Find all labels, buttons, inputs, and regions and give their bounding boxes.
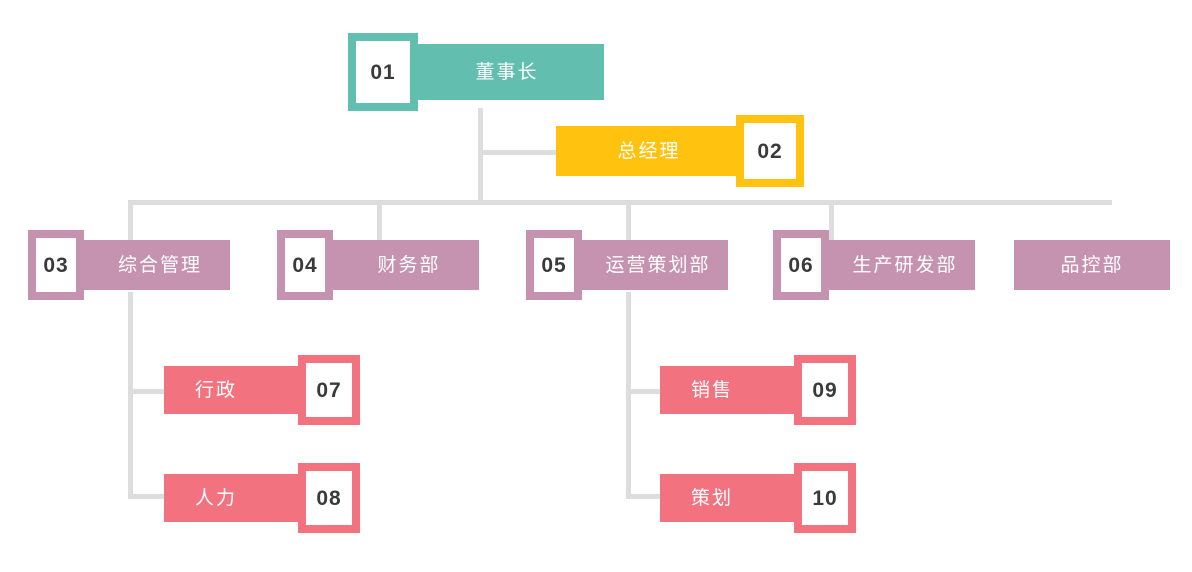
org-node-09-number: 09 bbox=[812, 378, 838, 402]
org-node-02-label: 总经理 bbox=[617, 140, 681, 162]
org-node-05-badge: 05 bbox=[526, 230, 582, 300]
org-node-03-number: 03 bbox=[43, 253, 69, 277]
org-node-10-badge-card: 10 bbox=[802, 471, 848, 525]
org-node-08-label: 人力 bbox=[194, 487, 237, 509]
org-node-03[interactable]: 综合管理 03 bbox=[28, 230, 230, 300]
connector-bus-to-05 bbox=[626, 200, 631, 240]
connector-level3-bus bbox=[128, 200, 1112, 205]
org-node-09[interactable]: 销售 09 bbox=[660, 355, 856, 425]
connector-03-spine bbox=[128, 292, 133, 499]
org-node-02-badge-card: 02 bbox=[744, 123, 796, 179]
org-node-01-badge: 01 bbox=[348, 33, 418, 111]
org-node-03-badge-card: 03 bbox=[36, 238, 76, 292]
org-node-09-badge-card: 09 bbox=[802, 363, 848, 417]
org-node-03-label: 综合管理 bbox=[117, 254, 202, 276]
org-node-06-badge: 06 bbox=[773, 230, 829, 300]
org-node-03-badge: 03 bbox=[28, 230, 84, 300]
org-node-10-badge: 10 bbox=[794, 463, 856, 533]
org-node-04-badge: 04 bbox=[277, 230, 333, 300]
org-node-05[interactable]: 运营策划部 05 bbox=[526, 230, 728, 300]
org-node-10-number: 10 bbox=[812, 486, 838, 510]
org-node-08-number: 08 bbox=[316, 486, 342, 510]
org-node-07-badge: 07 bbox=[298, 355, 360, 425]
org-node-01[interactable]: 董事长 01 bbox=[348, 33, 604, 111]
connector-03-to-08 bbox=[128, 494, 166, 499]
org-node-05-label: 运营策划部 bbox=[605, 254, 711, 276]
org-node-04-number: 04 bbox=[292, 253, 318, 277]
org-node-08-badge: 08 bbox=[298, 463, 360, 533]
org-node-09-badge: 09 bbox=[794, 355, 856, 425]
org-node-quality-control[interactable]: 品控部 bbox=[1014, 240, 1170, 290]
org-node-08[interactable]: 人力 08 bbox=[164, 463, 360, 533]
org-node-07-number: 07 bbox=[316, 378, 342, 402]
org-node-05-number: 05 bbox=[541, 253, 567, 277]
connector-trunk-01 bbox=[478, 108, 483, 204]
org-node-quality-control-bar: 品控部 bbox=[1014, 240, 1170, 290]
org-node-01-number: 01 bbox=[370, 60, 396, 84]
connector-05-to-09 bbox=[626, 389, 662, 394]
connector-bus-to-06 bbox=[829, 200, 834, 240]
org-node-07-badge-card: 07 bbox=[306, 363, 352, 417]
org-node-02-badge: 02 bbox=[736, 115, 804, 187]
connector-03-to-07 bbox=[128, 389, 166, 394]
org-node-02-number: 02 bbox=[757, 139, 783, 163]
org-node-06-badge-card: 06 bbox=[781, 238, 821, 292]
org-node-07[interactable]: 行政 07 bbox=[164, 355, 360, 425]
connector-05-spine bbox=[626, 292, 631, 499]
connector-05-to-10 bbox=[626, 494, 662, 499]
connector-01-to-02 bbox=[478, 150, 558, 155]
org-node-07-label: 行政 bbox=[194, 379, 237, 401]
org-node-quality-control-label: 品控部 bbox=[1060, 254, 1124, 276]
org-node-04-label: 财务部 bbox=[377, 254, 441, 276]
org-node-01-label: 董事长 bbox=[475, 61, 539, 83]
org-node-10-label: 策划 bbox=[690, 487, 733, 509]
connector-bus-to-03 bbox=[128, 200, 133, 240]
org-node-06-label: 生产研发部 bbox=[852, 254, 958, 276]
org-node-09-label: 销售 bbox=[690, 379, 733, 401]
org-node-02[interactable]: 总经理 02 bbox=[556, 115, 804, 187]
org-node-08-badge-card: 08 bbox=[306, 471, 352, 525]
org-node-01-badge-card: 01 bbox=[356, 41, 410, 103]
org-node-06-number: 06 bbox=[788, 253, 814, 277]
org-node-06[interactable]: 生产研发部 06 bbox=[773, 230, 975, 300]
connector-bus-to-04 bbox=[377, 200, 382, 240]
org-node-04-badge-card: 04 bbox=[285, 238, 325, 292]
org-node-05-badge-card: 05 bbox=[534, 238, 574, 292]
org-node-04[interactable]: 财务部 04 bbox=[277, 230, 479, 300]
org-node-10[interactable]: 策划 10 bbox=[660, 463, 856, 533]
